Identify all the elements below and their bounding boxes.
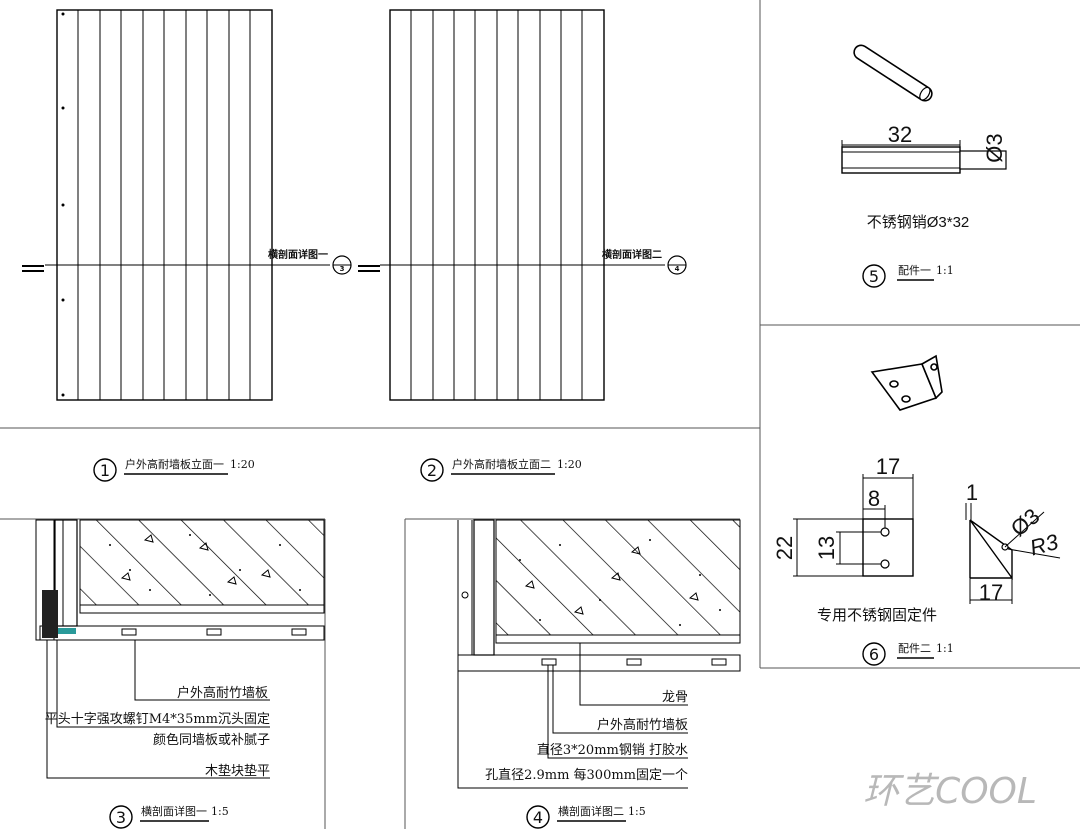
- pin-isometric: [853, 44, 933, 102]
- detail-5-title: 配件一: [898, 264, 931, 277]
- detail-3-title: 横剖面详图一: [141, 804, 207, 818]
- detail-4-scale: 1:5: [628, 805, 646, 818]
- section-label-1: 横剖面详图一: [268, 248, 328, 261]
- bracket-width-dimension: 17: [876, 454, 900, 479]
- bracket-height-dimension: 22: [772, 536, 797, 560]
- section-marker-2: 4: [675, 265, 680, 273]
- section-label-2: 横剖面详图二: [602, 248, 662, 261]
- pin-diameter-dimension: Ø3: [982, 133, 1007, 162]
- section-detail-3: 户外高耐竹墙板 平头十字强攻螺钉M4*35mm沉头固定 颜色同墙板或补腻子 木垫…: [35, 519, 325, 829]
- detail-3-scale: 1:5: [211, 805, 229, 818]
- drawing-title-1: 1 户外高耐墙板立面一 1:20: [93, 457, 255, 482]
- detail-6-title: 配件二: [898, 642, 931, 655]
- detail-4-title-number: 4: [533, 808, 543, 827]
- bracket-hole-offset-dimension: 8: [868, 486, 880, 511]
- bracket-side-dimension: 17: [979, 580, 1003, 605]
- detail-3-label-panel: 户外高耐竹墙板: [177, 685, 268, 701]
- detail-3-title-number: 3: [116, 808, 126, 827]
- svg-text:户外高耐墙板立面二: 户外高耐墙板立面二: [452, 457, 551, 471]
- detail-3-label-screw: 平头十字强攻螺钉M4*35mm沉头固定: [45, 712, 270, 727]
- detail-4-label-pin: 直径3*20mm钢销 打胶水: [537, 742, 688, 758]
- svg-text:1:20: 1:20: [230, 458, 255, 471]
- detail-6-title-number: 6: [869, 645, 879, 664]
- svg-text:1:20: 1:20: [557, 458, 582, 471]
- accessory-detail-5: 32 Ø3 不锈钢销Ø3*32 5 配件一 1:1: [841, 44, 1007, 288]
- watermark-text: 环艺COOL: [863, 771, 1037, 812]
- accessory-detail-6: 17 8 22 13 1 Ø3 R3 17 专用不锈钢固定件 6 配件二 1:1: [772, 354, 1062, 666]
- detail-4-label-panel: 户外高耐竹墙板: [597, 717, 688, 733]
- elevation-2: 横剖面详图二 4: [358, 9, 687, 401]
- detail-6-scale: 1:1: [936, 642, 954, 655]
- detail-5-title-number: 5: [869, 267, 879, 286]
- detail-5-scale: 1:1: [936, 264, 954, 277]
- detail-4-label-keel: 龙骨: [662, 690, 688, 705]
- detail-3-label-pad: 木垫块垫平: [205, 763, 270, 779]
- detail-4-title: 横剖面详图二: [558, 804, 624, 818]
- drawing-title-2: 2 户外高耐墙板立面二 1:20: [420, 457, 582, 482]
- svg-text:2: 2: [427, 461, 437, 480]
- elevation-1: 横剖面详图一 3: [22, 9, 352, 401]
- svg-text:户外高耐墙板立面一: 户外高耐墙板立面一: [125, 457, 224, 471]
- svg-text:1: 1: [100, 461, 110, 480]
- section-detail-4: 龙骨 户外高耐竹墙板 直径3*20mm钢销 打胶水 孔直径2.9mm 每300m…: [457, 519, 741, 829]
- bracket-radius-dimension: R3: [1027, 529, 1061, 561]
- bracket-isometric: [870, 354, 943, 411]
- bracket-caption: 专用不锈钢固定件: [817, 607, 937, 624]
- pin-caption: 不锈钢销Ø3*32: [867, 214, 970, 231]
- section-marker-1: 3: [340, 265, 345, 273]
- bracket-thickness-dimension: 1: [966, 480, 978, 505]
- detail-3-label-color: 颜色同墙板或补腻子: [153, 732, 270, 748]
- detail-4-label-hole: 孔直径2.9mm 每300mm固定一个: [485, 767, 688, 783]
- pin-length-dimension: 32: [888, 122, 912, 147]
- bracket-hole-spacing-dimension: 13: [814, 536, 839, 560]
